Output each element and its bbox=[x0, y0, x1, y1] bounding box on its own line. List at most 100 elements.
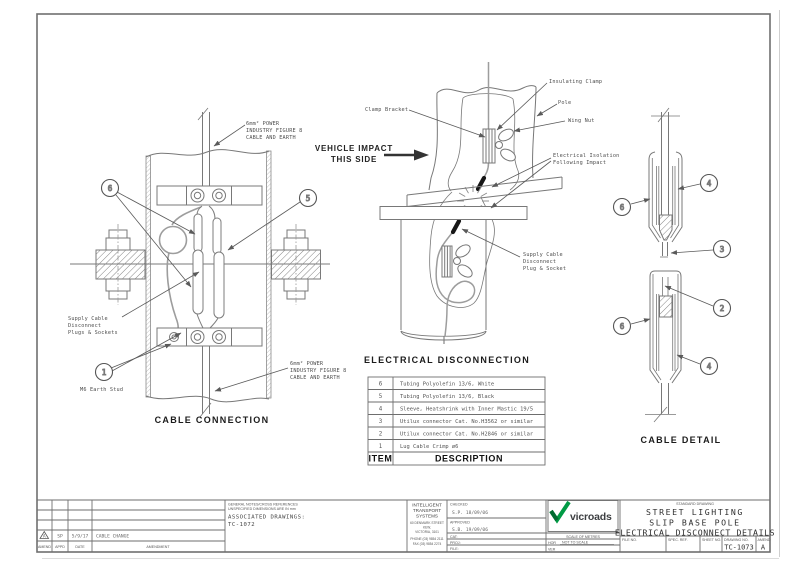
supply-plug-label-1: Supply Cable bbox=[523, 252, 563, 258]
pole-lower-section bbox=[400, 219, 487, 341]
fig8-bottom-label-2: INDUSTRY FIGURE 8 bbox=[290, 368, 347, 374]
middle-leaders bbox=[408, 82, 566, 258]
vicroads-logo-text: vicroads bbox=[570, 511, 612, 523]
pole-wall-right bbox=[266, 150, 272, 399]
org-address-2: KEW, bbox=[423, 526, 431, 530]
file-label: FILE: bbox=[450, 547, 459, 551]
callout-4-upper: 4 bbox=[699, 173, 719, 193]
slip-base-plates bbox=[379, 176, 563, 220]
associated-drawings-label: ASSOCIATED DRAWINGS: bbox=[228, 515, 305, 521]
col-amend: AMEND bbox=[38, 545, 51, 549]
callout-5-number: 5 bbox=[306, 194, 311, 203]
scale-title: SCALE OF METRES bbox=[566, 535, 600, 539]
general-notes-2: UNSPECIFIED DIMENSIONS ARE IN mm bbox=[228, 507, 296, 511]
scale-ver-label: VER bbox=[548, 547, 556, 551]
spec-ref-label: SPEC. REF. bbox=[668, 538, 688, 542]
parts-table-text: 6 Tubing Polyolefin 13/6, White 5 Tubing… bbox=[369, 382, 534, 464]
approved-label: APPROVED bbox=[450, 521, 470, 525]
cable-connection-diagram: 6 5 1 bbox=[70, 107, 330, 418]
insulating-clamp-label: Insulating Clamp bbox=[549, 79, 602, 85]
row-desc: Utilux connector Cat. No.H3562 or simila… bbox=[400, 419, 534, 425]
row-desc: Lug Cable Crimp ø6 bbox=[400, 444, 458, 450]
logo-box bbox=[547, 500, 619, 532]
drawing-no-label: DRAWING NO. bbox=[724, 538, 749, 542]
amend-triangle-icon bbox=[39, 530, 50, 539]
flange-bolt-right bbox=[283, 224, 309, 305]
pole-upper-left-edge bbox=[428, 92, 438, 191]
row-item: 6 bbox=[379, 382, 383, 388]
org-name-1: INTELLIGENT bbox=[412, 503, 442, 508]
supply-plug-label-2: Disconnect bbox=[523, 259, 556, 265]
standard-drawing-label: STANDARD DRAWING bbox=[676, 502, 714, 506]
pole-top-break bbox=[436, 85, 537, 94]
scale-cell: SCALE OF METRES HOR NOT TO SCALE VER bbox=[548, 535, 614, 551]
callout-6-number: 6 bbox=[108, 184, 113, 193]
vehicle-impact-arrow bbox=[384, 149, 429, 161]
callout-number: 6 bbox=[620, 203, 625, 212]
amend-value: A bbox=[761, 544, 766, 552]
callout-1: 1 bbox=[94, 362, 114, 382]
checked-value: S.P. 18/09/06 bbox=[452, 510, 488, 516]
org-name-3: SYSTEMS bbox=[416, 514, 438, 519]
callout-number: 4 bbox=[707, 362, 712, 371]
col-appd: APPD bbox=[55, 545, 65, 549]
approved-value: S.B. 19/09/06 bbox=[452, 527, 488, 533]
callout-6: 6 bbox=[100, 178, 120, 198]
vehicle-impact-label-1: VEHICLE IMPACT bbox=[315, 144, 393, 153]
wing-nut-label: Wing Nut bbox=[568, 118, 595, 124]
isolation-label-1: Electrical Isolation bbox=[553, 153, 619, 159]
earth-stud-label: M6 Earth Stud bbox=[80, 387, 123, 393]
title-block-lines bbox=[37, 499, 770, 552]
left-leaders bbox=[110, 124, 301, 392]
plug-lower bbox=[450, 218, 462, 235]
row-desc: Tubing Polyolefin 13/6, White bbox=[400, 382, 494, 388]
flange-right bbox=[271, 249, 321, 280]
cat-label: CAT: bbox=[450, 535, 458, 539]
inner-pole-crumple-lower bbox=[429, 191, 495, 308]
disconnect-sleeves bbox=[192, 205, 225, 330]
cable-detail-lower bbox=[645, 270, 682, 423]
pole-upper-right-edge bbox=[532, 86, 537, 179]
clamp-bar-top bbox=[156, 185, 263, 206]
plug-upper bbox=[475, 175, 487, 192]
drawing-title-1: STREET LIGHTING bbox=[646, 507, 744, 517]
electrical-disconnection-title: ELECTRICAL DISCONNECTION bbox=[364, 355, 530, 365]
row-item: 4 bbox=[379, 407, 383, 413]
org-address-3: VICTORIA, 3101 bbox=[415, 530, 439, 534]
rev-date: 5/9/17 bbox=[72, 534, 89, 540]
row-desc: Sleeve, Heatshrink with Inner Mastic 19/… bbox=[400, 407, 533, 413]
row-item: 2 bbox=[379, 432, 383, 438]
cable-connection-title: CABLE CONNECTION bbox=[155, 415, 270, 425]
sheet-no-label: SHEET NO. bbox=[702, 538, 721, 542]
rev-amendment: CABLE CHANGE bbox=[96, 534, 129, 540]
org-phone: PHONE (03) 9854 2111 bbox=[410, 537, 444, 541]
description-header: DESCRIPTION bbox=[435, 454, 503, 464]
crimp-lug-hatch bbox=[659, 214, 673, 241]
file-no-label: FILE NO. bbox=[622, 538, 637, 542]
callout-number: 6 bbox=[620, 322, 625, 331]
pole-label: Pole bbox=[558, 100, 571, 106]
cable-connection-labels: 6mm² POWER INDUSTRY FIGURE 8 CABLE AND E… bbox=[68, 121, 347, 425]
org-name-2: TRANSPORT bbox=[413, 508, 441, 513]
callout-5: 5 bbox=[298, 188, 318, 208]
supply-label-2: Disconnect bbox=[68, 323, 101, 329]
col-date: DATE bbox=[75, 545, 85, 549]
notes-cell: GENERAL NOTES/CROSS REFERENCES UNSPECIFI… bbox=[228, 503, 305, 529]
isolation-label-2: Following Impact bbox=[553, 160, 606, 166]
insulating-clamp-lower bbox=[441, 244, 473, 278]
clamp-bar-bottom bbox=[156, 327, 263, 347]
callout-6-lower: 6 bbox=[612, 316, 632, 336]
rev-appd: SP bbox=[57, 534, 63, 540]
callout-4-lower: 4 bbox=[699, 356, 719, 376]
reference-strip: FILE NO. SPEC. REF. SHEET NO. DRAWING NO… bbox=[622, 538, 771, 552]
callout-number: 2 bbox=[720, 304, 725, 313]
callout-number: 4 bbox=[707, 179, 712, 188]
insulating-clamp-upper bbox=[482, 128, 516, 164]
callout-3: 3 bbox=[712, 239, 732, 259]
row-desc: Utilux connector Cat. No.H2846 or simila… bbox=[400, 432, 534, 438]
fig8-bottom-label-3: CABLE AND EARTH bbox=[290, 375, 340, 381]
org-fax: FAX (03) 9854 2274 bbox=[413, 542, 442, 546]
revision-table: A SP 5/9/17 CABLE CHANGE AMEND APPD DATE… bbox=[38, 530, 170, 549]
cable-detail-upper bbox=[648, 107, 683, 258]
